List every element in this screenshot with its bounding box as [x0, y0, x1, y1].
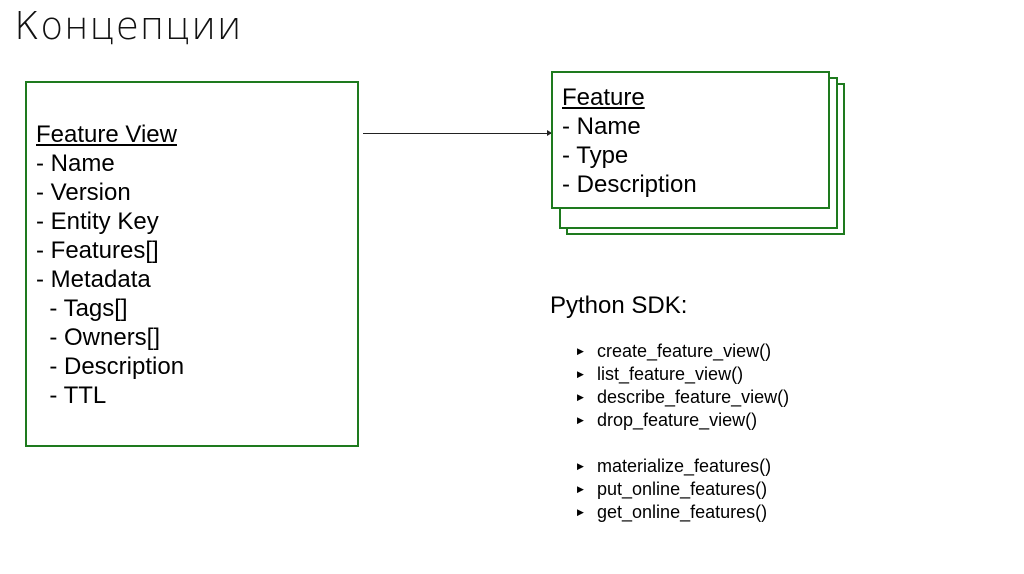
sdk-method: ▶put_online_features(): [577, 479, 768, 499]
feature-box: [551, 71, 830, 209]
feature-heading: Feature: [562, 84, 645, 111]
bullet-icon: ▶: [577, 507, 584, 517]
bullet-icon: ▶: [577, 484, 584, 494]
bullet-icon: ▶: [577, 392, 584, 402]
feature-view-text: Feature View - Name - Version - Entity K…: [36, 120, 184, 410]
feature-view-field: - Metadata: [36, 266, 151, 293]
feature-field: - Description: [562, 171, 697, 198]
feature-view-field: - Name: [36, 150, 115, 177]
feature-field: - Name: [562, 113, 641, 140]
sdk-method: ▶materialize_features(): [577, 456, 772, 476]
feature-view-field: - Version: [36, 179, 131, 206]
sdk-method: ▶describe_feature_view(): [577, 387, 790, 407]
sdk-method: ▶create_feature_view(): [577, 341, 772, 361]
slide-title: Концепции: [14, 4, 243, 48]
feature-view-field: - Tags[]: [36, 295, 128, 322]
sdk-title: Python SDK:: [550, 292, 688, 319]
feature-view-field: - Entity Key: [36, 208, 159, 235]
feature-view-box: [25, 81, 359, 447]
feature-text: Feature - Name - Type - Description: [562, 83, 697, 199]
sdk-method: ▶list_feature_view(): [577, 364, 744, 384]
feature-view-field: - TTL: [36, 382, 107, 409]
bullet-icon: ▶: [577, 415, 584, 425]
sdk-method: ▶get_online_features(): [577, 502, 768, 522]
feature-view-field: - Features[]: [36, 237, 159, 264]
feature-field: - Type: [562, 142, 629, 169]
feature-view-heading: Feature View: [36, 121, 177, 148]
relation-arrow: [363, 130, 552, 136]
sdk-method-list: ▶create_feature_view() ▶list_feature_vie…: [577, 340, 789, 524]
feature-view-field: - Description: [36, 353, 185, 380]
bullet-icon: ▶: [577, 461, 584, 471]
sdk-method: ▶drop_feature_view(): [577, 410, 758, 430]
feature-view-field: - Owners[]: [36, 324, 161, 351]
bullet-icon: ▶: [577, 369, 584, 379]
bullet-icon: ▶: [577, 346, 584, 356]
